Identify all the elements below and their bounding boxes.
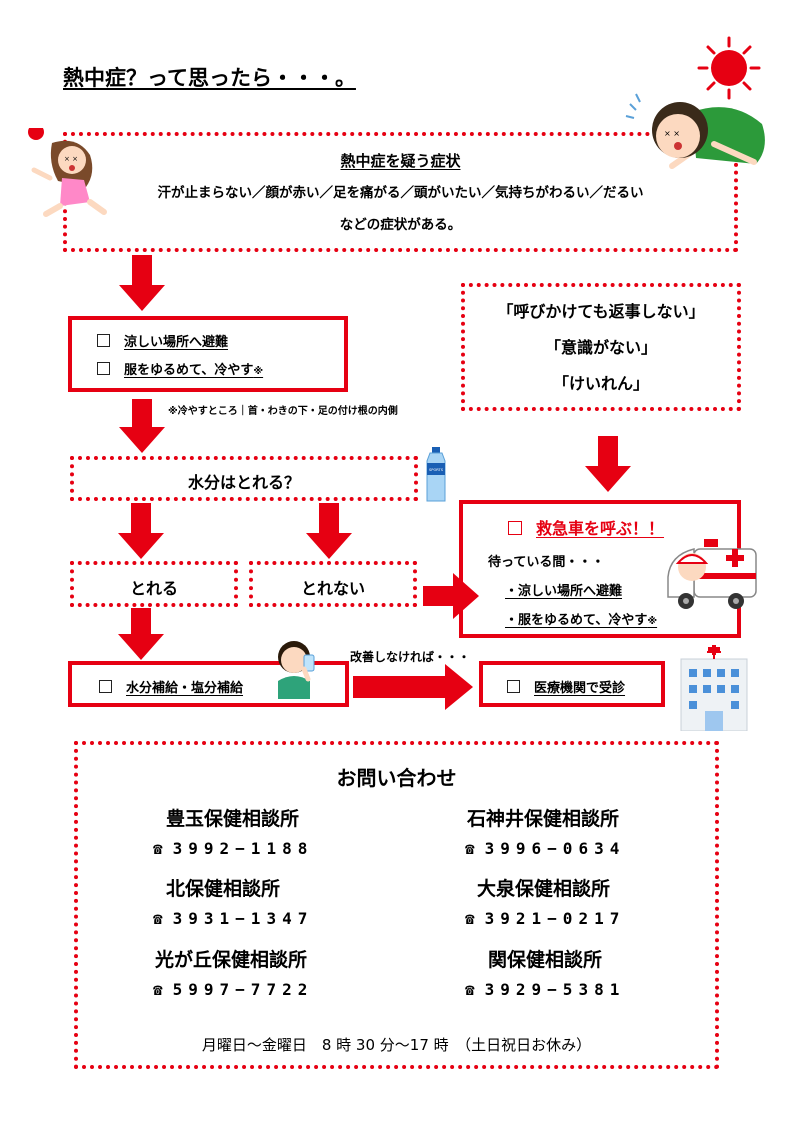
symptoms-list: 汗が止まらない／顔が赤い／足を痛がる／頭がいたい／気持ちがわるい／だるい (157, 185, 644, 201)
cooling-note: ※冷やすところ｜首・わきの下・足の付け根の内側 (168, 406, 398, 417)
ambulance-item-loosen-clothes: ・服をゆるめて、冷やす※ (505, 613, 658, 628)
office-tel-seki[interactable]: ☎3929−5381 (465, 980, 626, 999)
checkbox-icon (507, 680, 520, 693)
arrow-down-icon (306, 503, 352, 559)
office-tel-shakujii[interactable]: ☎3996−0634 (465, 839, 626, 858)
checkbox-icon (97, 362, 110, 375)
arrow-down-icon (118, 608, 164, 660)
severe-no-response: 「呼びかけても返事しない」 (497, 302, 705, 321)
heatstroke-girl-icon: × × (28, 128, 107, 217)
symptoms-suffix: などの症状がある。 (339, 217, 462, 233)
office-tel-kita[interactable]: ☎3931−1347 (153, 909, 314, 928)
severe-symptoms-box (461, 283, 741, 411)
drinking-boy-icon (278, 641, 315, 699)
arrow-down-icon (118, 503, 164, 559)
first-aid-item-cool-place: 涼しい場所へ避難 (97, 331, 228, 350)
office-hours: 月曜日～金曜日 8 時 30 分～17 時 （土日祝日お休み） (201, 1036, 592, 1054)
office-name-hikarigaoka: 光が丘保健相談所 (155, 949, 308, 971)
hospital-item: 医療機関で受診 (507, 677, 625, 696)
severe-convulsion: 「けいれん」 (552, 374, 649, 393)
ambulance-item-cool-place: ・涼しい場所へ避難 (505, 584, 623, 599)
cannot-drink-label: とれない (300, 579, 365, 598)
hydrate-box (68, 661, 349, 707)
water-question: 水分はとれる？ (187, 473, 300, 492)
office-name-shakujii: 石神井保健相談所 (467, 808, 620, 830)
hospital-building-icon (680, 645, 748, 731)
checkbox-icon (97, 334, 110, 347)
office-tel-oizumi[interactable]: ☎3921−0217 (465, 909, 626, 928)
can-drink-box (70, 561, 238, 607)
office-tel-hikarigaoka[interactable]: ☎5997−7722 (153, 980, 314, 999)
sun-icon (697, 36, 761, 100)
phone-icon: ☎ (153, 839, 163, 858)
phone-icon: ☎ (153, 909, 163, 928)
checkbox-icon (508, 521, 522, 535)
symptoms-heading: 熱中症を疑う症状 (340, 152, 461, 170)
page-title: 熱中症？って思ったら・・・。 (63, 66, 356, 90)
first-aid-item-loosen-clothes: 服をゆるめて、冷やす※ (97, 359, 263, 378)
phone-icon: ☎ (465, 980, 475, 999)
if-not-improved-label: 改善しなければ・・・ (350, 650, 471, 664)
arrow-down-icon (119, 399, 165, 453)
cannot-drink-box (249, 561, 417, 607)
can-drink-label: とれる (129, 579, 178, 598)
heatstroke-boy-icon: × × (625, 93, 765, 169)
first-aid-box (68, 316, 348, 392)
ambulance-heading: 救急車を呼ぶ！！ (508, 515, 664, 539)
arrow-right-icon (353, 664, 473, 710)
bottle-label: SPORTS (429, 468, 444, 472)
contact-heading: お問い合わせ (336, 766, 457, 790)
phone-icon: ☎ (465, 909, 475, 928)
arrow-down-icon (119, 255, 165, 311)
office-name-oizumi: 大泉保健相談所 (477, 878, 611, 900)
phone-icon: ☎ (153, 980, 163, 999)
office-name-kita: 北保健相談所 (166, 878, 281, 900)
while-waiting-label: 待っている間・・・ (488, 555, 605, 570)
office-tel-toyotama[interactable]: ☎3992−1188 (153, 839, 314, 858)
hydrate-item: 水分補給・塩分補給 (99, 677, 243, 696)
office-name-toyotama: 豊玉保健相談所 (166, 808, 300, 830)
svg-text:× ×: × × (64, 155, 78, 163)
office-name-seki: 関保健相談所 (488, 949, 603, 971)
checkbox-icon (99, 680, 112, 693)
water-question-box (70, 456, 418, 501)
phone-icon: ☎ (465, 839, 475, 858)
ambulance-icon (667, 539, 757, 609)
arrow-down-icon (585, 436, 631, 492)
contact-box (74, 741, 719, 1069)
svg-text:× ×: × × (664, 129, 680, 138)
arrow-right-icon (423, 573, 479, 619)
hospital-box (479, 661, 665, 707)
severe-unconscious: 「意識がない」 (544, 338, 657, 357)
sports-drink-bottle-icon: SPORTS (426, 447, 446, 502)
